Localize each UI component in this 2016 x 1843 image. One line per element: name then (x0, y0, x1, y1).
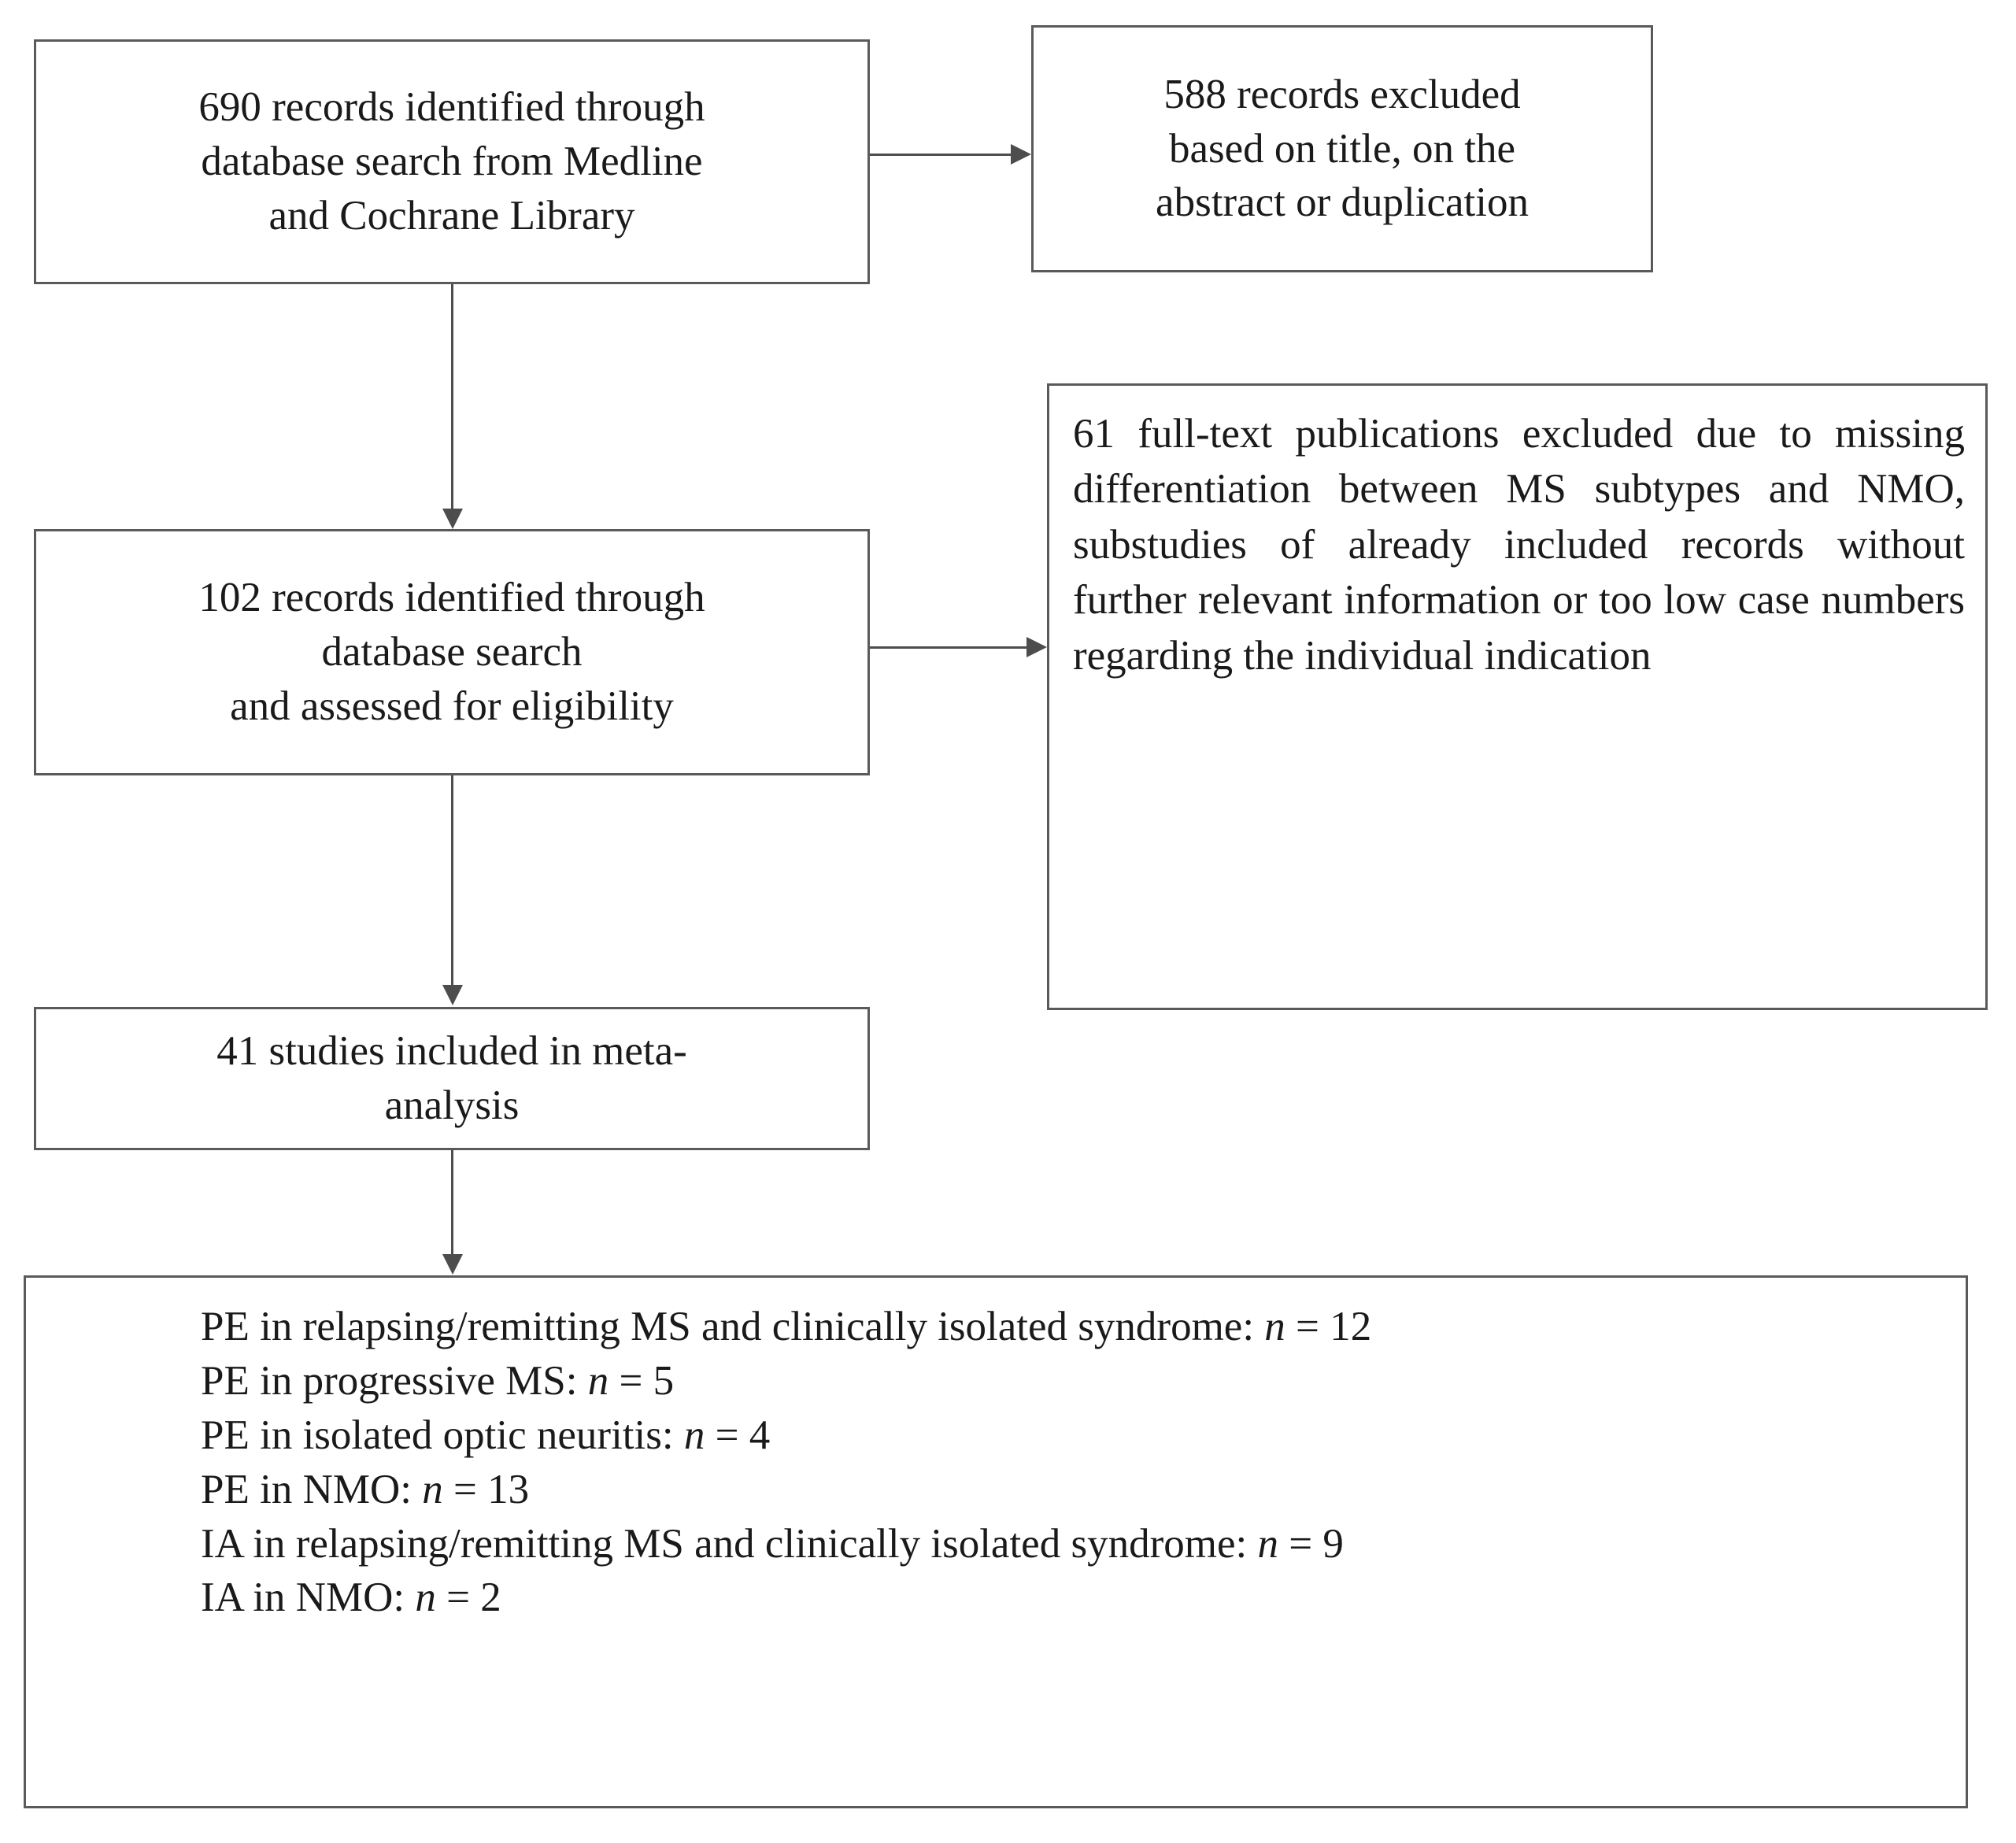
result-item-pe-optic-neuritis: PE in isolated optic neuritis: n = 4 (201, 1408, 1948, 1463)
box-studies-included: 41 studies included in meta- analysis (34, 1007, 870, 1150)
result-item-pe-nmo-value: 13 (487, 1466, 530, 1512)
arrowhead-identified-to-eligibility (442, 509, 463, 529)
box-records-assessed-eligibility-line-3: and assessed for eligibility (230, 683, 674, 729)
result-item-pe-progressive-ms-value: 5 (653, 1357, 675, 1404)
box-records-identified-line-2: database search from Medline (201, 139, 703, 185)
box-studies-included-line-1: 41 studies included in meta- (216, 1028, 687, 1075)
result-item-pe-rrms-cis: PE in relapsing/remitting MS and clinica… (201, 1300, 1948, 1354)
result-item-pe-progressive-ms-n-symbol: n (587, 1357, 609, 1404)
result-item-pe-rrms-cis-n-symbol: n (1264, 1304, 1285, 1349)
result-item-pe-rrms-cis-value: 12 (1330, 1304, 1372, 1349)
arrowhead-identified-to-excluded-title (1011, 144, 1031, 165)
result-item-ia-rrms-cis-equals: = (1289, 1520, 1313, 1567)
box-records-identified-line-1: 690 records identified through (198, 84, 705, 131)
box-fulltext-publications-excluded-text: 61 full-text publications excluded due t… (1073, 411, 1965, 679)
result-item-pe-progressive-ms-equals: = (619, 1357, 643, 1404)
result-item-pe-rrms-cis-equals: = (1296, 1304, 1319, 1349)
box-records-excluded-title: 588 records excluded based on title, on … (1031, 25, 1653, 272)
box-records-assessed-eligibility-line-2: database search (321, 629, 583, 675)
box-results-breakdown: PE in relapsing/remitting MS and clinica… (24, 1275, 1968, 1808)
arrowhead-included-to-results (442, 1254, 463, 1275)
result-item-pe-progressive-ms: PE in progressive MS: n = 5 (201, 1354, 1948, 1408)
result-item-pe-optic-neuritis-value: 4 (749, 1412, 771, 1458)
result-item-ia-rrms-cis-value: 9 (1322, 1520, 1344, 1567)
box-records-identified: 690 records identified through database … (34, 39, 870, 284)
result-item-pe-optic-neuritis-equals: = (715, 1412, 739, 1458)
connector-eligibility-to-included (451, 775, 453, 986)
arrowhead-eligibility-to-fulltext-excluded (1026, 637, 1047, 657)
result-item-ia-nmo-n-symbol: n (415, 1575, 436, 1621)
result-item-ia-nmo-label: IA in NMO: (201, 1575, 405, 1621)
result-item-pe-optic-neuritis-label: PE in isolated optic neuritis: (201, 1412, 674, 1458)
arrowhead-eligibility-to-included (442, 985, 463, 1005)
result-item-pe-nmo-equals: = (453, 1466, 477, 1512)
box-records-assessed-eligibility-line-1: 102 records identified through (198, 575, 705, 621)
connector-identified-to-eligibility (451, 284, 453, 511)
box-records-excluded-title-line-2: based on title, on the (1168, 125, 1516, 172)
box-studies-included-line-2: analysis (384, 1082, 520, 1128)
result-item-pe-nmo-label: PE in NMO: (201, 1466, 412, 1512)
result-item-pe-nmo: PE in NMO: n = 13 (201, 1463, 1948, 1517)
result-item-ia-rrms-cis-n-symbol: n (1257, 1520, 1278, 1567)
result-item-pe-progressive-ms-label: PE in progressive MS: (201, 1357, 578, 1404)
result-item-pe-optic-neuritis-n-symbol: n (683, 1412, 705, 1458)
result-item-ia-nmo-equals: = (446, 1575, 471, 1621)
box-fulltext-publications-excluded: 61 full-text publications excluded due t… (1047, 383, 1988, 1010)
result-item-ia-rrms-cis-label: IA in relapsing/remitting MS and clinica… (201, 1520, 1248, 1567)
box-records-excluded-title-line-1: 588 records excluded (1163, 71, 1521, 117)
box-records-identified-line-3: and Cochrane Library (268, 192, 635, 239)
connector-identified-to-excluded-title (870, 154, 1012, 156)
box-records-assessed-eligibility: 102 records identified through database … (34, 529, 870, 775)
connector-included-to-results (451, 1150, 453, 1256)
result-item-ia-nmo: IA in NMO: n = 2 (201, 1571, 1948, 1625)
result-item-ia-nmo-value: 2 (480, 1575, 501, 1621)
result-item-pe-rrms-cis-label: PE in relapsing/remitting MS and clinica… (201, 1304, 1255, 1349)
connector-eligibility-to-fulltext-excluded (870, 646, 1028, 649)
result-item-pe-nmo-n-symbol: n (422, 1466, 443, 1512)
result-item-ia-rrms-cis: IA in relapsing/remitting MS and clinica… (201, 1517, 1948, 1571)
box-records-excluded-title-line-3: abstract or duplication (1156, 179, 1529, 226)
